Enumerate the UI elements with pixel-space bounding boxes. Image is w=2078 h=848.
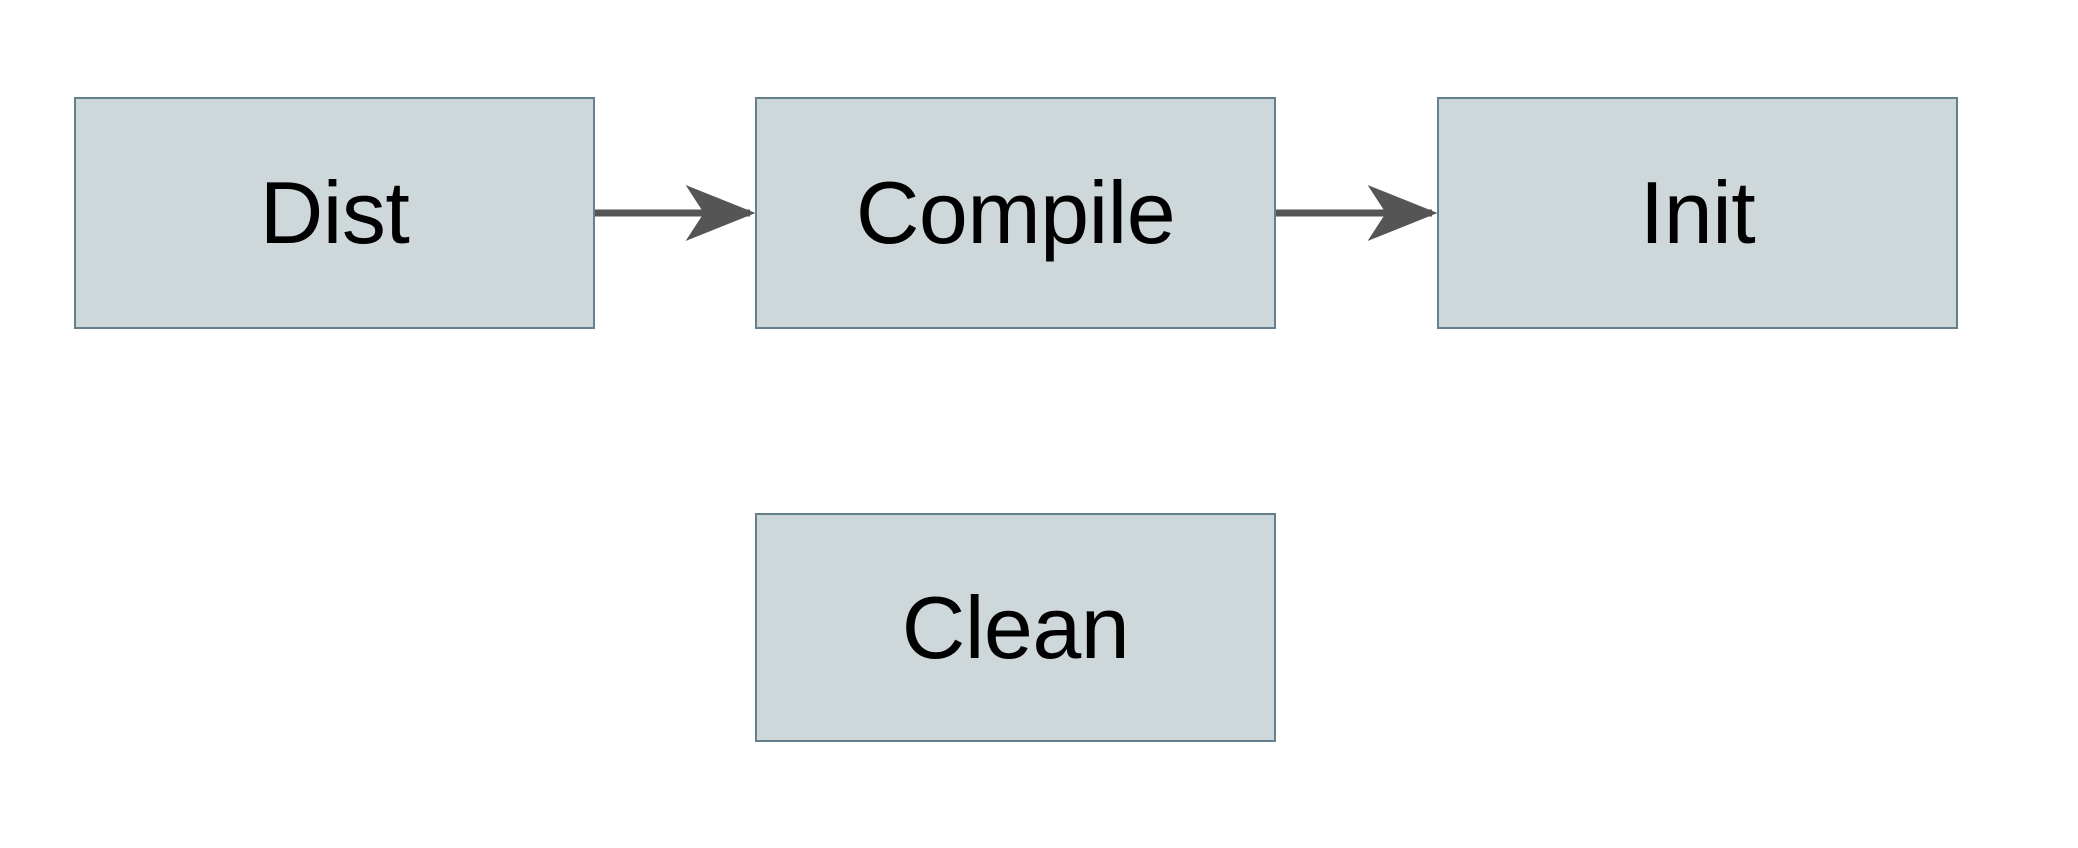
node-clean-label: Clean — [901, 577, 1130, 677]
node-dist-label: Dist — [259, 163, 410, 262]
node-compile-label: Compile — [855, 163, 1176, 262]
node-dist[interactable]: Dist — [74, 97, 595, 329]
node-init[interactable]: Init — [1437, 97, 1958, 329]
node-compile[interactable]: Compile — [755, 97, 1276, 329]
node-init-label: Init — [1639, 163, 1756, 262]
node-clean[interactable]: Clean — [755, 513, 1276, 742]
edge-compile-init-handle[interactable] — [1276, 196, 1439, 230]
edge-dist-compile-handle[interactable] — [595, 196, 757, 230]
